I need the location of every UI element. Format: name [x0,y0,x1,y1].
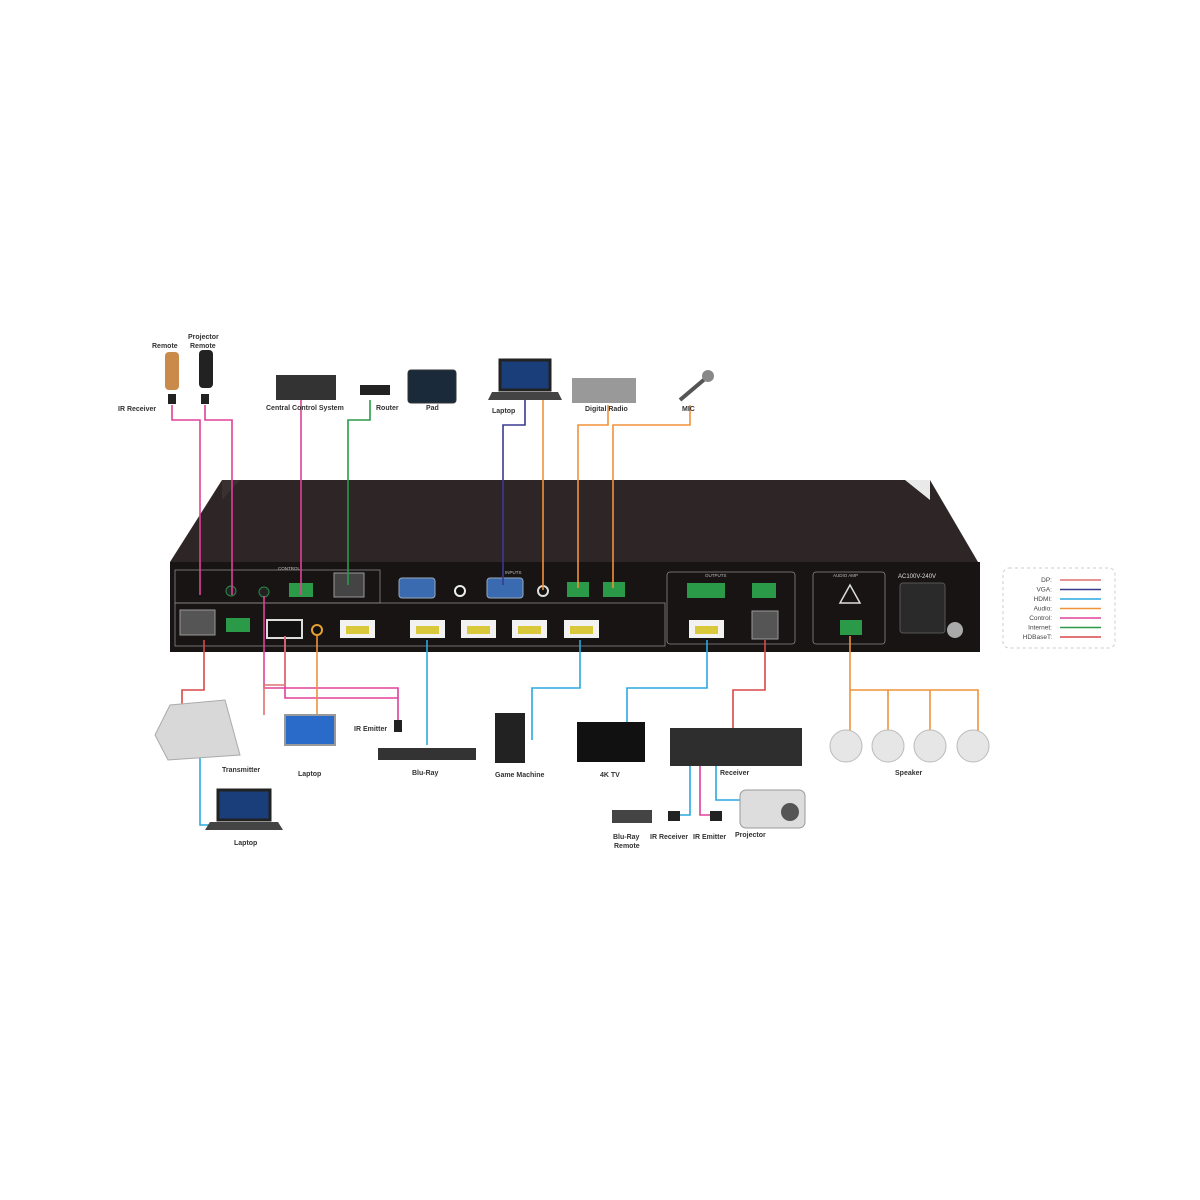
speaker-icons [829,729,990,763]
label-mic: MIC [682,406,695,413]
projector-remote-icon [199,350,213,388]
label-laptop2: Laptop [234,840,257,847]
label-bluray: Blu-Ray [412,770,439,777]
label-bluray-remote: Blu-Ray [613,834,640,841]
outputs-section-label: OUTPUTS [705,573,727,578]
power-label: AC100V-240V [898,574,936,580]
label-transmitter: Transmitter [222,767,260,774]
legend-label: DP: [1041,577,1052,584]
laptop2-icon [216,788,272,822]
legend-label: VGA: [1036,587,1052,594]
control-section-label: CONTROL [278,566,300,571]
vga-ports [398,577,625,599]
digital-radio-icon [572,378,636,403]
mic-icon [678,376,708,402]
wires [171,390,979,826]
label-game-machine: Game Machine [495,772,545,779]
legend-label: HDMI: [1034,596,1053,603]
label-laptop: Laptop [492,408,515,415]
legend: DP: VGA: HDMI: Audio: Control: Internet: HDBas… [1002,567,1116,649]
central-control-icon [276,375,336,400]
label-router: Router [376,405,399,412]
laptop-icon [498,358,552,392]
transmitter-icon [154,699,241,761]
legend-label: Control: [1029,615,1052,622]
label-central-control: Central Control System [266,405,344,412]
label-ir-receiver2: IR Receiver [650,834,688,841]
label-projector: Projector [735,832,766,839]
label-ir-emitter2: IR Emitter [693,834,726,841]
game-machine-icon [495,713,525,763]
label-speaker: Speaker [895,770,923,777]
legend-label: Audio: [1034,606,1053,613]
label-laptop-bottom: Laptop [298,771,321,778]
label-ir-receiver: IR Receiver [118,406,156,413]
router-icon [360,385,390,395]
label-projector-remote: Projector [188,334,219,341]
pad-icon [407,369,457,404]
label-pad: Pad [426,405,439,412]
output-ports [687,582,963,640]
tv-icon [577,722,645,762]
top-devices: Remote Projector Remote IR Receiver Cent… [118,334,714,415]
control-ports [179,572,365,636]
label-projector-remote-2: Remote [190,343,216,350]
label-digital-radio: Digital Radio [585,406,628,413]
receiver-icon [670,728,802,766]
label-receiver: Receiver [720,770,749,777]
laptop-bottom-icon [284,714,336,746]
legend-label: HDBaseT: [1023,634,1052,641]
audio-amp-label: AUDIO AMP [833,573,858,578]
ir-emitter-icon [394,720,402,732]
legend-label: Internet: [1028,625,1052,632]
bottom-devices: Transmitter Laptop IR Emitter Blu-Ray Ga… [154,699,990,850]
hdmi-dp-ports [266,619,724,639]
label-4k-tv: 4K TV [600,772,620,779]
label-bluray-remote-2: Remote [614,843,640,850]
label-remote: Remote [152,343,178,350]
remote-icon [165,352,179,390]
ir-receiver-icon [168,394,176,404]
label-ir-emitter: IR Emitter [354,726,387,733]
bluray-remote-icon [612,810,652,823]
matrix-switcher-chassis: CONTROL INPUTS OUTPUTS AUDIO AMP AC100V-… [170,480,980,652]
bluray-icon [378,748,476,760]
inputs-section-label: INPUTS [505,570,522,575]
